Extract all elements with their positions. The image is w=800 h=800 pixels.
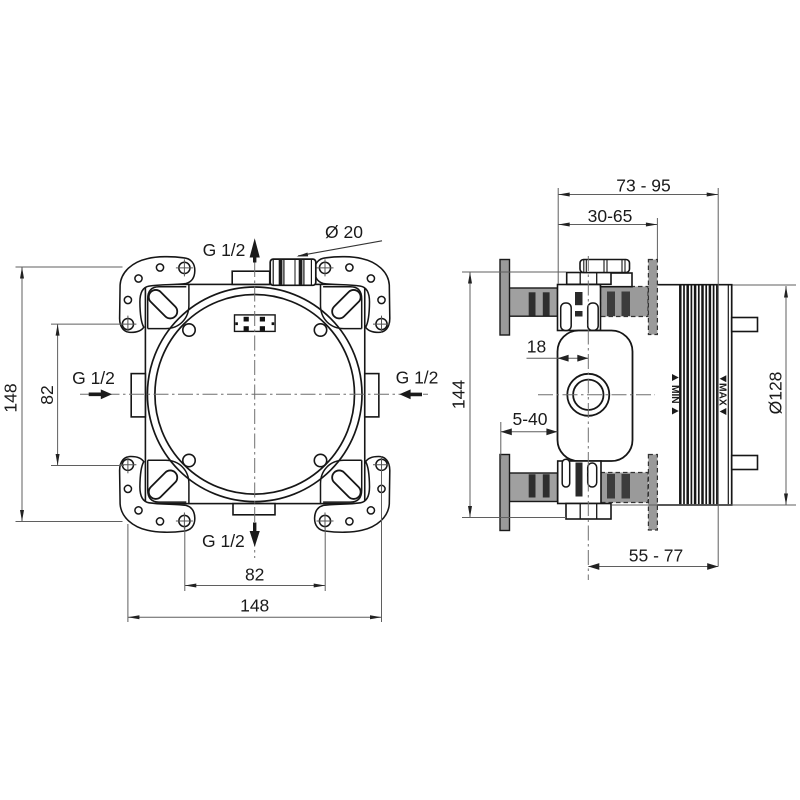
svg-text:144: 144 <box>448 380 468 409</box>
svg-text:G 1/2: G 1/2 <box>203 240 246 260</box>
svg-text:G 1/2: G 1/2 <box>72 368 115 388</box>
svg-text:82: 82 <box>37 385 57 404</box>
svg-text:18: 18 <box>527 337 546 357</box>
svg-text:G 1/2: G 1/2 <box>396 368 439 388</box>
svg-text:5-40: 5-40 <box>512 409 547 429</box>
svg-text:82: 82 <box>245 565 264 585</box>
svg-text:73 - 95: 73 - 95 <box>616 176 670 196</box>
svg-text:55 - 77: 55 - 77 <box>629 546 683 566</box>
svg-text:Ø128: Ø128 <box>765 372 785 415</box>
svg-text:30-65: 30-65 <box>588 206 633 226</box>
svg-text:G 1/2: G 1/2 <box>202 531 245 551</box>
svg-text:MIN: MIN <box>669 385 680 404</box>
svg-text:148: 148 <box>0 383 20 412</box>
svg-text:Ø 20: Ø 20 <box>325 222 363 242</box>
svg-text:148: 148 <box>240 596 269 616</box>
svg-text:MAX: MAX <box>716 383 727 406</box>
